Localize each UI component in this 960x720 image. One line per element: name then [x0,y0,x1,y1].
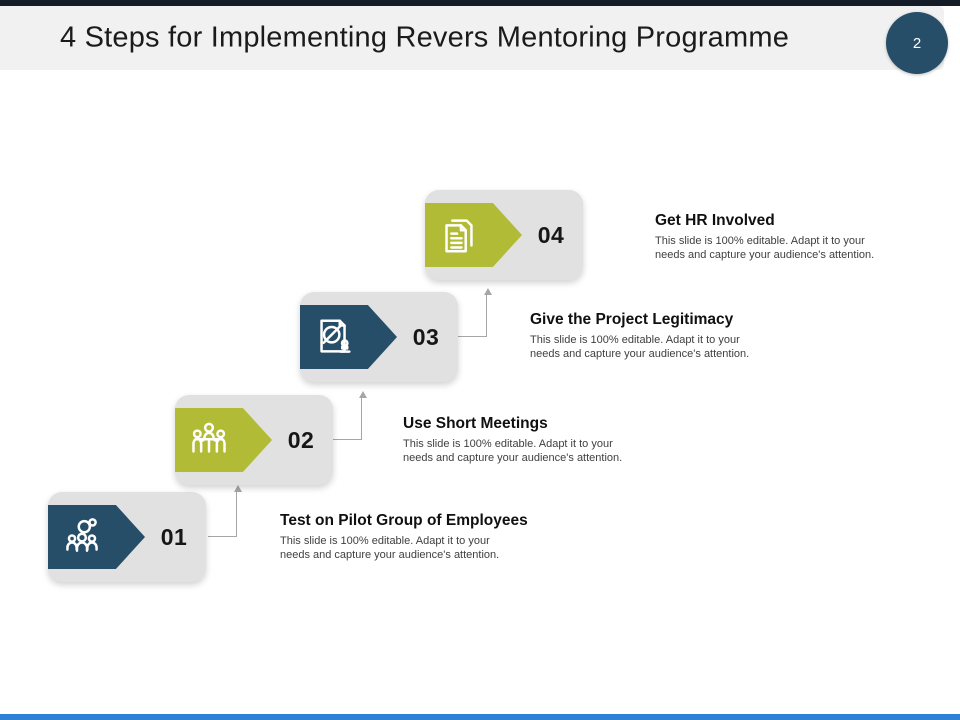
step-02-arrow [175,408,272,472]
step-04-text: Get HR Involved This slide is 100% edita… [655,212,940,262]
employee-group-icon [66,518,98,553]
step-04-title: Get HR Involved [655,212,775,229]
page-title: 4 Steps for Implementing Revers Mentorin… [60,21,790,54]
slide-header: 4 Steps for Implementing Revers Mentorin… [0,6,944,70]
step-01-arrow [48,505,145,569]
step-04-description: This slide is 100% editable. Adapt it to… [655,235,875,261]
step-04-number: 04 [537,221,565,248]
step-03-description: This slide is 100% editable. Adapt it to… [530,334,750,360]
step-03-arrow [300,305,397,369]
step-01-title: Test on Pilot Group of Employees [280,512,528,529]
step-03-text: Give the Project Legitimacy This slide i… [530,311,815,361]
step-card-01[interactable]: 01 [48,492,206,582]
bottom-accent-bar [0,714,960,720]
step-card-03[interactable]: 03 [300,292,458,382]
top-accent-bar [0,0,960,6]
page-number-badge[interactable]: 2 [886,12,948,74]
step-01-number: 01 [160,523,188,550]
connector-step1-to-step2 [208,485,242,537]
step-02-title: Use Short Meetings [403,415,548,432]
connector-step3-to-step4 [457,288,492,337]
document-stamp-icon [320,319,351,353]
step-02-number: 02 [287,426,315,453]
connector-step2-to-step3 [333,391,367,440]
step-01-description: This slide is 100% editable. Adapt it to… [280,535,500,561]
step-03-title: Give the Project Legitimacy [530,311,734,328]
page-number: 2 [912,34,922,52]
step-02-description: This slide is 100% editable. Adapt it to… [403,438,623,464]
step-04-arrow [425,203,522,267]
step-card-02[interactable]: 02 [175,395,333,485]
step-card-04[interactable]: 04 [425,190,583,280]
documents-icon [445,219,473,253]
step-03-number: 03 [412,323,440,350]
meeting-table-icon [192,422,226,453]
step-02-text: Use Short Meetings This slide is 100% ed… [403,415,688,465]
step-01-text: Test on Pilot Group of Employees This sl… [280,512,565,562]
